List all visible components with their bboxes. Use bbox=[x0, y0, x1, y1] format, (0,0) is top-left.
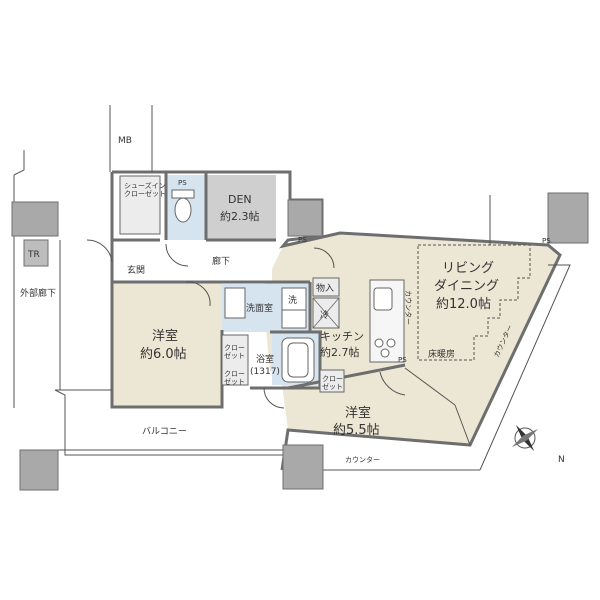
den-floor bbox=[206, 175, 276, 240]
bath-size: (1317) bbox=[250, 367, 280, 377]
ps-label-1: PS bbox=[178, 179, 187, 187]
mb-label: MB bbox=[118, 136, 132, 146]
western1-name: 洋室 bbox=[152, 328, 178, 344]
western2-size: 約5.5帖 bbox=[333, 423, 380, 438]
outer-corridor-label: 外部廊下 bbox=[20, 287, 56, 299]
hallway-label: 廊下 bbox=[212, 255, 230, 267]
closet-b-label: クローゼット bbox=[224, 370, 245, 386]
pillar-ext-1 bbox=[11, 201, 59, 237]
pillar-ext-2 bbox=[19, 449, 59, 491]
balcony-label: バルコニー bbox=[142, 426, 187, 437]
tr-box bbox=[23, 239, 49, 267]
living-line-2: ダイニング bbox=[434, 279, 499, 294]
fridge-x bbox=[312, 297, 340, 329]
western-room-1-floor bbox=[112, 282, 222, 407]
entrance-label: 玄関 bbox=[127, 264, 145, 276]
kitchen-size: 約2.7帖 bbox=[320, 345, 360, 359]
inner-lines bbox=[13, 105, 571, 471]
pillar-bottom bbox=[282, 444, 324, 490]
ps-label-2: PS bbox=[298, 236, 307, 244]
living-line-1: リビング bbox=[442, 261, 494, 276]
compass-n-label: N bbox=[558, 455, 565, 465]
western2-name: 洋室 bbox=[345, 405, 371, 421]
stove-burner-3 bbox=[380, 348, 390, 358]
stove-burner-1 bbox=[374, 338, 384, 348]
balcony-outline bbox=[54, 389, 285, 456]
den-name: DEN bbox=[228, 193, 252, 206]
kitchen-south bbox=[379, 363, 406, 372]
shoes-closet-label: シューズインクローゼット bbox=[124, 181, 166, 198]
pillar-right-top bbox=[547, 192, 589, 244]
stove-burner-2 bbox=[386, 338, 396, 348]
exterior-left-line bbox=[13, 150, 25, 176]
door-swing-entrance bbox=[86, 239, 113, 263]
entrance-floor bbox=[112, 244, 272, 282]
labels: MB TR PS PS PS PS シューズインクローゼット DEN 約2.3帖… bbox=[20, 136, 565, 465]
door-swing-4 bbox=[313, 247, 335, 269]
counter-vertical-label: カウンター bbox=[404, 290, 413, 325]
living-line-3: 約12.0帖 bbox=[436, 297, 491, 312]
pillars bbox=[11, 192, 589, 491]
toilet-tank bbox=[171, 189, 195, 199]
diag-counter-line bbox=[479, 264, 571, 471]
closet-c-label: クローゼット bbox=[322, 375, 343, 391]
bathtub-inner bbox=[287, 342, 309, 378]
closet-a-label: クローゼット bbox=[224, 344, 245, 360]
kitchen-name: キッチン bbox=[320, 330, 364, 343]
western2-east-door bbox=[454, 404, 471, 446]
western2-diag-door bbox=[404, 367, 456, 406]
pillar-center-top bbox=[287, 199, 323, 237]
storage-box bbox=[312, 277, 340, 297]
toilet-icon bbox=[174, 197, 192, 223]
washroom-label: 洗面室 bbox=[246, 302, 273, 314]
counter-bottom-label: カウンター bbox=[345, 455, 380, 464]
door-swing-balcony bbox=[263, 387, 285, 409]
closet-box-a bbox=[221, 334, 249, 386]
ps-label-3: PS bbox=[542, 237, 551, 245]
fixtures bbox=[119, 175, 405, 393]
door-swing-hall bbox=[165, 243, 189, 267]
storage-label: 物入 bbox=[316, 282, 334, 294]
wet-shelf bbox=[281, 309, 307, 329]
wash-label: 洗 bbox=[288, 294, 297, 306]
compass-icon bbox=[511, 424, 539, 452]
washbasin-icon bbox=[224, 287, 246, 319]
closet-box-c bbox=[319, 369, 345, 393]
den-size: 約2.3帖 bbox=[220, 209, 260, 223]
bath-name: 浴室 bbox=[256, 353, 274, 365]
floor-heating-label: 床暖房 bbox=[428, 348, 455, 360]
floor-heating-area bbox=[417, 244, 531, 361]
shoe-closet-box bbox=[119, 175, 161, 235]
sink-icon bbox=[373, 287, 393, 311]
cold-label: 冷 bbox=[320, 309, 329, 321]
door-swing-2 bbox=[185, 281, 211, 307]
door-swing-1 bbox=[379, 371, 406, 396]
ps-label-4: PS bbox=[398, 356, 407, 364]
tr-label: TR bbox=[27, 250, 40, 260]
western1-size: 約6.0帖 bbox=[140, 347, 187, 362]
